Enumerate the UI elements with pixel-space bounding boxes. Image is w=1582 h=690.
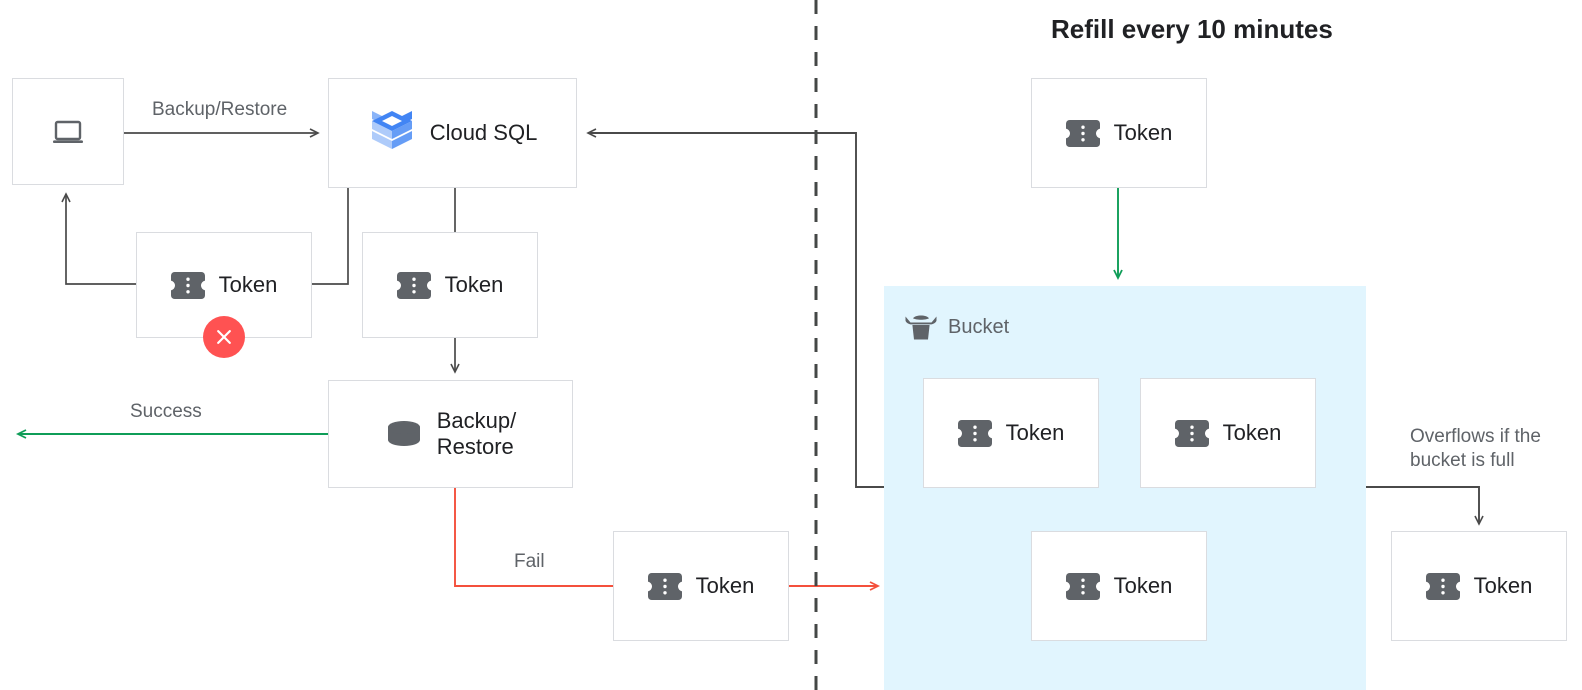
node-token-overflow[interactable]: Token — [1391, 531, 1567, 641]
edge-label-backup-restore: Backup/Restore — [152, 99, 288, 120]
wire-bucket-overflow — [1366, 486, 1484, 526]
node-bucket-token-1[interactable]: Token — [923, 378, 1099, 488]
node-token-refill[interactable]: Token — [1031, 78, 1207, 188]
token-icon — [647, 572, 682, 600]
node-token-consumed[interactable]: Token — [362, 232, 538, 338]
token-icon — [1065, 572, 1100, 600]
token-icon — [1425, 572, 1460, 600]
token-icon — [957, 419, 992, 447]
error-x-badge — [203, 316, 245, 358]
cloud-sql-icon — [368, 107, 416, 159]
node-bucket-token-3[interactable]: Token — [1031, 531, 1207, 641]
wire-cloudsql-to-token-fail — [312, 188, 349, 285]
token-icon — [396, 271, 431, 299]
wire-bucket-to-cloudsql — [586, 128, 884, 488]
token-icon — [1174, 419, 1209, 447]
laptop-icon — [51, 118, 85, 146]
database-cylinder-icon — [385, 419, 423, 449]
token-icon — [1065, 119, 1100, 147]
page-title: Refill every 10 minutes — [1051, 14, 1333, 44]
bucket-label: Bucket — [948, 315, 1010, 338]
node-backup-restore[interactable]: Backup/ Restore — [328, 380, 573, 488]
node-token-fail-left-label: Token — [218, 272, 278, 298]
node-bucket-token-3-label: Token — [1113, 573, 1173, 599]
edge-label-overflow: Overflows if the bucket is full — [1410, 426, 1541, 471]
node-backup-restore-label: Backup/ Restore — [436, 408, 517, 459]
node-bucket-token-2-label: Token — [1222, 420, 1282, 446]
node-cloud-sql[interactable]: Cloud SQL — [328, 78, 577, 188]
node-bucket-token-1-label: Token — [1005, 420, 1065, 446]
node-token-consumed-label: Token — [444, 272, 504, 298]
node-client[interactable] — [12, 78, 124, 185]
node-token-overflow-label: Token — [1473, 573, 1533, 599]
edge-label-success: Success — [130, 401, 202, 422]
bucket-icon — [904, 313, 938, 341]
node-token-refill-label: Token — [1113, 120, 1173, 146]
edge-label-fail: Fail — [514, 551, 545, 572]
wire-token-fail-to-client — [61, 192, 136, 285]
bucket-header: Bucket — [904, 313, 1009, 341]
close-icon — [217, 330, 231, 344]
node-bucket-token-2[interactable]: Token — [1140, 378, 1316, 488]
node-cloud-sql-label: Cloud SQL — [429, 120, 538, 146]
node-token-fail-return[interactable]: Token — [613, 531, 789, 641]
token-icon — [170, 271, 205, 299]
node-token-fail-return-label: Token — [695, 573, 755, 599]
